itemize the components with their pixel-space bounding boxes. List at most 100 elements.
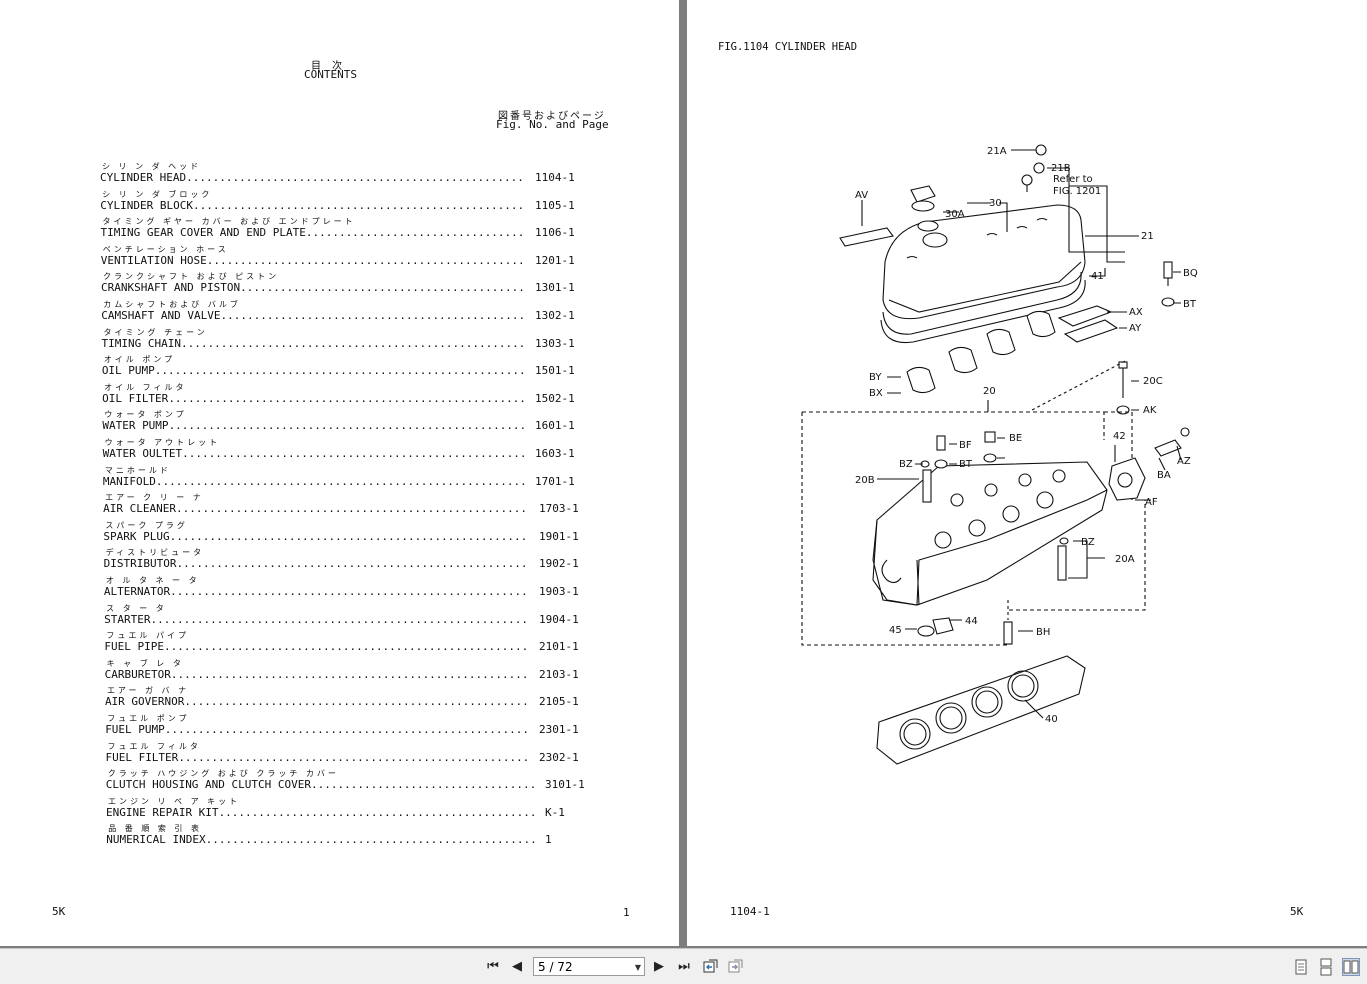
callout-bf: BF <box>959 440 972 451</box>
callout-bh: BH <box>1036 627 1050 638</box>
callout-ay: AY <box>1129 323 1142 334</box>
contents-title: CONTENTS <box>304 68 357 81</box>
toc-entry-jp: カムシャフトおよび バルブ <box>103 300 241 309</box>
toc-entry-name: STARTER <box>104 612 151 626</box>
callout-be: BE <box>1009 433 1022 444</box>
toc-entry-line: CYLINDER HEAD...........................… <box>100 171 524 184</box>
toc-entry-jp: キ ャ ブ レ タ <box>106 658 184 668</box>
toc-entry-line: CARBURETOR..............................… <box>105 668 529 681</box>
callout-21: 21 <box>1141 231 1154 242</box>
callout-21a: 21A <box>987 146 1007 157</box>
continuous-view-icon[interactable] <box>1317 958 1335 976</box>
toc-entry-line: CYLINDER BLOCK..........................… <box>100 199 524 212</box>
contents-title-jp: 目 次 <box>311 61 347 72</box>
toc-entry-line: NUMERICAL INDEX.........................… <box>106 833 536 846</box>
toc-entry-name: TIMING GEAR COVER AND END PLATE <box>100 226 306 240</box>
first-page-icon[interactable]: ⏮ <box>487 958 499 974</box>
toc-entry-line: STARTER.................................… <box>104 613 528 626</box>
toc-dot-leader: ........................................… <box>155 474 527 488</box>
next-page-icon[interactable]: ▶ <box>654 958 664 974</box>
viewer-toolbar <box>0 948 1367 984</box>
callout-bt-mid: BT <box>959 459 973 470</box>
toc-entry-jp: 品 番 順 索 引 表 <box>108 824 202 834</box>
toc-entry-line: ENGINE REPAIR KIT.......................… <box>106 806 536 819</box>
page-indicator: 5 / 72 <box>538 960 573 974</box>
toc-dot-leader: ........................................… <box>168 391 526 405</box>
toc-entry-jp: エアー ク リ ー ナ <box>105 493 204 503</box>
toc-entry-page: 1901-1 <box>539 529 579 543</box>
toc-entry-name: ALTERNATOR <box>103 585 171 598</box>
toc-entry-jp: タイミング チェーン <box>103 327 208 337</box>
toc-dot-leader: ........................................… <box>206 253 525 267</box>
callout-bz-left: BZ <box>899 459 913 470</box>
toc-entry-line: ALTERNATOR..............................… <box>104 585 528 598</box>
single-page-view-icon[interactable] <box>1292 958 1310 976</box>
toc-entry-name: OIL PUMP <box>101 364 155 378</box>
right-footer-model: 5K <box>1290 905 1304 918</box>
callout-ak: AK <box>1143 405 1157 416</box>
two-page-view-icon[interactable] <box>1342 958 1360 976</box>
toc-dot-leader: ........................................… <box>220 309 526 322</box>
go-back-icon[interactable] <box>702 957 720 975</box>
toc-entry-page: 1302-1 <box>535 309 575 322</box>
toc-entry-page: 1701-1 <box>535 474 575 488</box>
toc-entry-name: CLUTCH HOUSING AND CLUTCH COVER <box>105 778 312 792</box>
toc-dot-leader: ........................................… <box>168 419 527 433</box>
toc-entry-line: OIL PUMP................................… <box>102 364 526 377</box>
toc-entry-page: 2103-1 <box>539 667 579 681</box>
toc-entry-page: 1904-1 <box>539 612 579 626</box>
page-number-select[interactable]: 5 / 72 ▼ <box>533 957 645 976</box>
toc-entry-jp: タイミング ギヤー カバー および エンドプレート <box>102 217 356 227</box>
callout-30: 30 <box>989 198 1002 209</box>
prev-page-icon[interactable]: ◀ <box>512 958 522 974</box>
toc-dot-leader: ........................................… <box>192 198 525 212</box>
toc-entry-page: 1703-1 <box>539 502 579 516</box>
callout-20: 20 <box>983 386 996 397</box>
toc-entry-page: 2105-1 <box>539 695 579 709</box>
toc-entry-page: K-1 <box>545 805 565 819</box>
toc-entry-jp: フュエル パイプ <box>106 631 189 641</box>
left-footer-page-number: 1 <box>623 906 630 919</box>
toc-entry-name: MANIFOLD <box>102 474 156 488</box>
go-forward-icon[interactable] <box>727 957 745 975</box>
toc-entry-page: 1903-1 <box>539 585 579 598</box>
toc-entry-jp: オ ル タ ネ ー タ <box>105 576 200 585</box>
toc-dot-leader: ........................................… <box>178 750 530 764</box>
document-viewport[interactable]: 目 次 CONTENTS 図番号およびページ Fig. No. and Page… <box>0 0 1367 948</box>
callout-af: AF <box>1145 497 1158 508</box>
toc-entry-jp: フュエル ポンプ <box>107 714 190 723</box>
toc-dot-leader: ........................................… <box>184 695 529 709</box>
toc-entry-name: DISTRIBUTOR <box>103 557 177 571</box>
toc-entry-name: FUEL FILTER <box>105 750 179 764</box>
toc-entry-page: 1106-1 <box>535 226 575 240</box>
callout-41: 41 <box>1091 271 1104 282</box>
last-page-icon[interactable]: ⏭ <box>678 958 690 974</box>
figure-title: FIG.1104 CYLINDER HEAD <box>718 41 858 53</box>
toc-entry-jp: シ リ ン ダ ブロック <box>102 189 213 199</box>
